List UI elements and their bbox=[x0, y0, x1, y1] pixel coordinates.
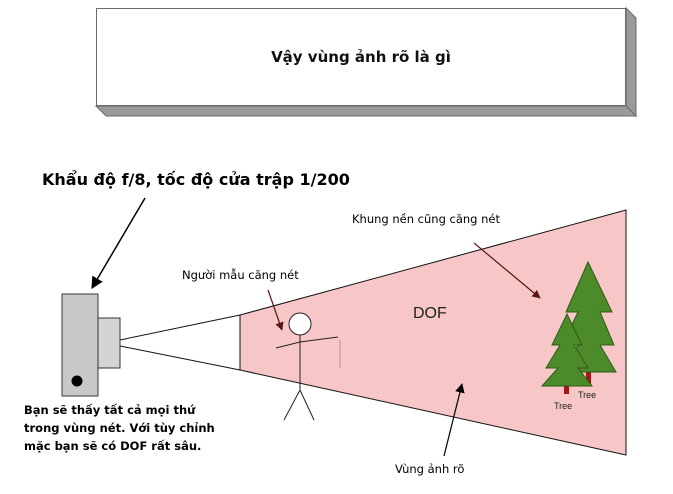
tree-label-front: Tree bbox=[554, 401, 572, 411]
aperture-shutter-label: Khẩu độ f/8, tốc độ cửa trập 1/200 bbox=[42, 170, 350, 189]
arrow-to-camera bbox=[91, 197, 146, 290]
arrow-to-person bbox=[267, 289, 284, 331]
note-line: mặc bạn sẽ có DOF rất sâu. bbox=[24, 439, 202, 453]
note-text: Bạn sẽ thấy tất cả mọi thứ trong vùng né… bbox=[24, 401, 215, 455]
camera-icon bbox=[61, 293, 121, 397]
note-line: Bạn sẽ thấy tất cả mọi thứ bbox=[24, 403, 196, 417]
tree-label-back: Tree bbox=[578, 390, 596, 400]
title-box: Vậy vùng ảnh rõ là gì bbox=[96, 8, 626, 106]
view-cone-bottom-line bbox=[119, 345, 241, 371]
tree-icon-front bbox=[540, 312, 594, 394]
background-sharp-label: Khung nền cũng căng nét bbox=[352, 212, 501, 226]
page-title: Vậy vùng ảnh rõ là gì bbox=[271, 48, 451, 66]
title-box-side-shadow bbox=[625, 6, 637, 118]
subject-sharp-label: Người mẫu căng nét bbox=[182, 268, 299, 282]
note-line: trong vùng nét. Với tùy chỉnh bbox=[24, 421, 215, 435]
view-cone-top-line bbox=[119, 314, 241, 341]
sharp-zone-label: Vùng ảnh rõ bbox=[395, 462, 465, 476]
dof-label: DOF bbox=[413, 305, 447, 322]
arrow-to-dof-zone bbox=[443, 383, 465, 457]
title-box-bottom-shadow bbox=[94, 105, 638, 117]
arrow-to-background bbox=[473, 242, 541, 299]
person-icon bbox=[275, 312, 339, 421]
dof-region bbox=[239, 209, 627, 456]
